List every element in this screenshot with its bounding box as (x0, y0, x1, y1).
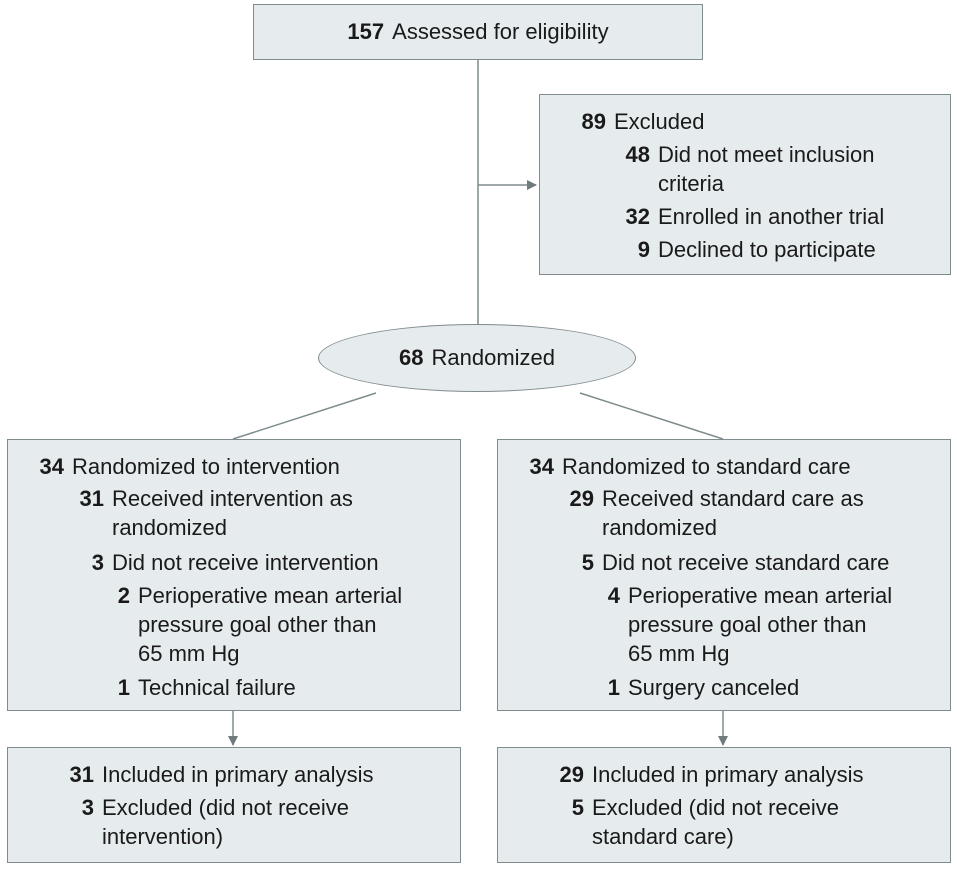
intervention-excluded-line: Excluded (did not receive (102, 795, 350, 820)
standard-arm-box: 34 Randomized to standard care 29 Receiv… (497, 439, 951, 711)
standard-received-line: Received standard care as (602, 486, 864, 511)
excluded-reason-count: 32 (625, 204, 650, 229)
intervention-reason-line: Perioperative mean arterial (138, 583, 403, 608)
intervention-not-received-count: 3 (91, 550, 104, 575)
standard-reason-line: pressure goal other than (628, 612, 867, 637)
assessed-box: 157 Assessed for eligibility (253, 4, 703, 60)
intervention-received-line: Received intervention as (112, 486, 353, 511)
standard-included-count: 29 (559, 762, 584, 787)
intervention-count: 34 (39, 454, 64, 479)
standard-reason-line: Surgery canceled (628, 675, 800, 700)
standard-not-received-count: 5 (581, 550, 594, 575)
standard-received-count: 29 (569, 486, 594, 511)
standard-reason-count: 4 (607, 583, 620, 608)
randomized-oval: 68 Randomized (318, 324, 636, 392)
connector-to-intervention (232, 392, 377, 440)
intervention-included-label: Included in primary analysis (102, 762, 374, 787)
intervention-reason-count: 2 (117, 583, 130, 608)
intervention-excluded-line: intervention) (102, 824, 224, 849)
intervention-reason-count: 1 (117, 675, 130, 700)
standard-included-label: Included in primary analysis (592, 762, 864, 787)
standard-excluded-count: 5 (571, 795, 584, 820)
intervention-reason-line: 65 mm Hg (138, 641, 240, 666)
intervention-received-line: randomized (112, 515, 227, 540)
excluded-count: 89 (581, 109, 606, 134)
standard-received-line: randomized (602, 515, 717, 540)
excluded-label: Excluded (614, 109, 705, 134)
intervention-arm-box: 34 Randomized to intervention 31 Receive… (7, 439, 461, 711)
randomized-label: Randomized (431, 345, 555, 370)
intervention-excluded-count: 3 (81, 795, 94, 820)
excluded-reason-line: Did not meet inclusion (658, 142, 875, 167)
intervention-reason-line: pressure goal other than (138, 612, 377, 637)
excluded-reason-count: 48 (625, 142, 650, 167)
excluded-reason-line: Declined to participate (658, 237, 876, 262)
excluded-reason-line: Enrolled in another trial (658, 204, 885, 229)
standard-analysis-box: 29 Included in primary analysis 5 Exclud… (497, 747, 951, 863)
randomized-count: 68 (399, 345, 424, 370)
intervention-label: Randomized to intervention (72, 454, 340, 479)
standard-excluded-line: Excluded (did not receive (592, 795, 840, 820)
standard-reason-line: 65 mm Hg (628, 641, 730, 666)
intervention-not-received-label: Did not receive intervention (112, 550, 379, 575)
intervention-received-count: 31 (79, 486, 104, 511)
standard-not-received-label: Did not receive standard care (602, 550, 890, 575)
standard-excluded-line: standard care) (592, 824, 734, 849)
assessed-count: 157 (347, 19, 385, 44)
standard-label: Randomized to standard care (562, 454, 851, 479)
intervention-reason-line: Technical failure (138, 675, 296, 700)
standard-reason-line: Perioperative mean arterial (628, 583, 893, 608)
excluded-box: 89 Excluded 48 Did not meet inclusion cr… (539, 94, 951, 275)
excluded-reason-count: 9 (637, 237, 650, 262)
connector-to-standard (579, 392, 724, 440)
intervention-included-count: 31 (69, 762, 94, 787)
excluded-reason-line: criteria (658, 171, 725, 196)
standard-count: 34 (529, 454, 554, 479)
standard-reason-count: 1 (607, 675, 620, 700)
assessed-label: Assessed for eligibility (392, 19, 609, 44)
intervention-analysis-box: 31 Included in primary analysis 3 Exclud… (7, 747, 461, 863)
